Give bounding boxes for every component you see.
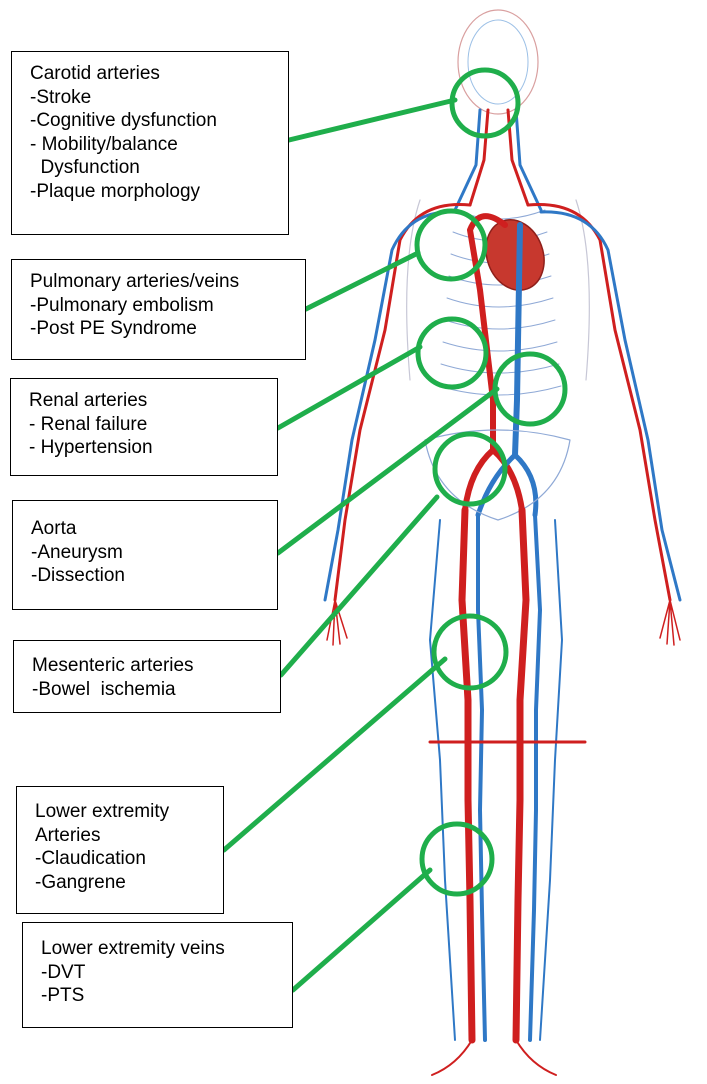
callout-line: -Claudication	[35, 847, 211, 871]
pointer-line	[306, 253, 418, 309]
hand-vessels	[660, 600, 680, 645]
callout-mesenteric: Mesenteric arteries -Bowel ischemia	[13, 640, 281, 713]
arm-artery	[335, 204, 470, 600]
callout-lower-extremity-arteries: Lower extremity Arteries -Claudication -…	[16, 786, 224, 914]
callout-line: Pulmonary arteries/veins	[30, 270, 293, 294]
pointer-line	[289, 100, 455, 140]
rib	[447, 298, 553, 307]
callout-pulmonary: Pulmonary arteries/veins -Pulmonary embo…	[11, 259, 306, 360]
foot-vessels	[432, 1040, 556, 1075]
callout-line: Carotid arteries	[30, 62, 276, 86]
callout-line: -Dissection	[31, 564, 265, 588]
highlight-circle	[495, 354, 565, 424]
pointer-line	[293, 870, 430, 990]
callout-renal: Renal arteries - Renal failure - Hyperte…	[10, 378, 278, 476]
callout-line: - Renal failure	[29, 413, 265, 437]
leg-vein	[430, 520, 455, 1040]
arm-artery	[528, 204, 670, 600]
leg-vein	[530, 515, 540, 1040]
callout-line: Arteries	[35, 824, 211, 848]
callout-line: - Mobility/balance	[30, 133, 276, 157]
callout-aorta: Aorta -Aneurysm -Dissection	[12, 500, 278, 610]
callout-line: -Pulmonary embolism	[30, 294, 293, 318]
highlight-circle	[418, 319, 486, 387]
callout-line: Renal arteries	[29, 389, 265, 413]
callout-line: -Stroke	[30, 86, 276, 110]
callout-line: Lower extremity veins	[41, 937, 280, 961]
heart	[476, 212, 553, 299]
arm-vein	[325, 212, 455, 600]
callout-line: -Plaque morphology	[30, 180, 276, 204]
callout-line: Dysfunction	[30, 156, 276, 180]
highlight-circle	[452, 70, 518, 136]
callout-line: -DVT	[41, 961, 280, 985]
head-outline	[458, 10, 538, 114]
callout-line: -PTS	[41, 984, 280, 1008]
callout-line: -Gangrene	[35, 871, 211, 895]
head-vessels	[468, 20, 528, 104]
callout-line: -Cognitive dysfunction	[30, 109, 276, 133]
callout-line: Aorta	[31, 517, 265, 541]
callout-line: - Hypertension	[29, 436, 265, 460]
callout-line: -Bowel ischemia	[32, 678, 268, 702]
pointer-line	[281, 497, 437, 675]
jugular-vein	[516, 110, 541, 210]
femoral-artery	[462, 510, 472, 1040]
callout-line: -Post PE Syndrome	[30, 317, 293, 341]
callout-lower-extremity-veins: Lower extremity veins -DVT -PTS	[22, 922, 293, 1028]
callout-line: Mesenteric arteries	[32, 654, 268, 678]
leg-vein	[540, 520, 562, 1040]
leg-vein	[478, 515, 485, 1040]
callout-carotid: Carotid arteries -Stroke -Cognitive dysf…	[11, 51, 289, 235]
callout-line: Lower extremity	[35, 800, 211, 824]
rib	[443, 342, 557, 351]
callout-line: -Aneurysm	[31, 541, 265, 565]
femoral-artery	[516, 510, 526, 1040]
